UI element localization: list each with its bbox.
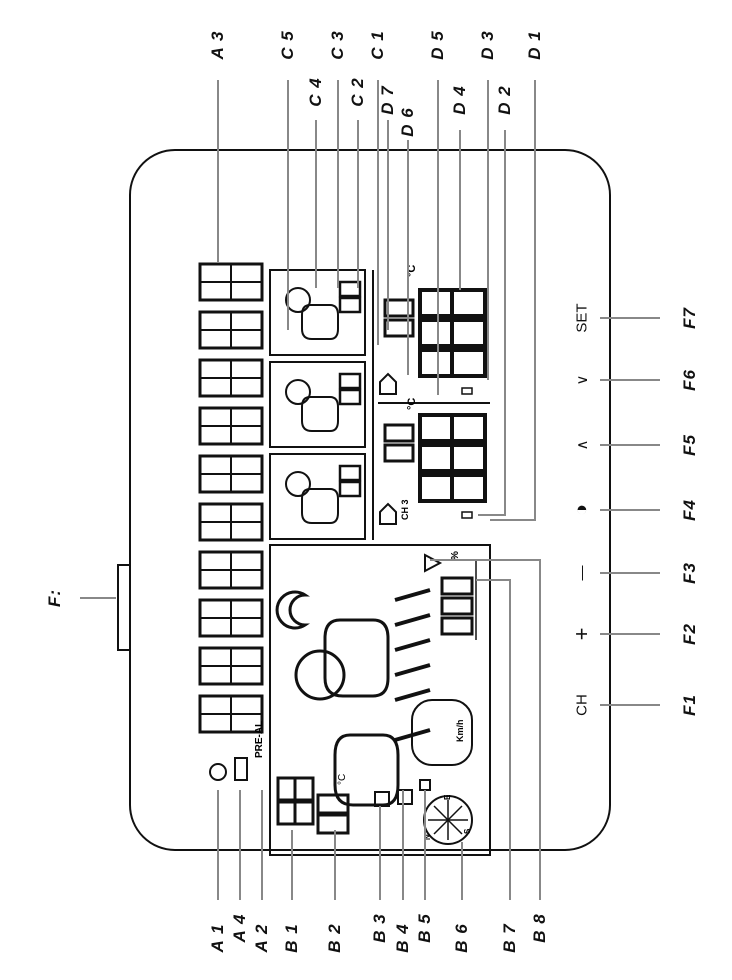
outdoor-temp-digits: [316, 793, 350, 835]
label-a1: A 1: [208, 923, 227, 953]
lcd-top-segment-lines: [200, 264, 262, 732]
warning-triangle-icon: [424, 553, 443, 573]
label-d2: D 2: [495, 85, 514, 115]
label-c3: C 3: [328, 30, 347, 60]
label-f4: F4: [680, 499, 699, 521]
house-icon: [379, 372, 397, 395]
humidity-unit: %: [450, 551, 461, 560]
pre-al-label: PRE-AL: [254, 721, 265, 758]
settings-icon: [374, 791, 390, 807]
label-f2: F2: [680, 623, 699, 645]
wind-unit: Km/h: [455, 720, 465, 743]
compass-spokes: [428, 800, 468, 840]
up-button[interactable]: ∧: [574, 439, 591, 451]
label-d7: D 7: [378, 85, 397, 115]
label-c2: C 2: [348, 77, 367, 107]
light-button[interactable]: ◑: [570, 503, 593, 517]
label-f6: F6: [680, 369, 699, 391]
label-f-side: F:: [45, 588, 64, 608]
label-f5: F5: [680, 434, 699, 456]
label-a4: A 4: [230, 913, 249, 943]
leader-lines-top: [217, 80, 536, 521]
label-f3: F3: [680, 562, 699, 584]
label-a3: A 3: [208, 30, 227, 60]
channel-panels: [269, 269, 366, 540]
channel-weather-icons: [285, 287, 339, 524]
down-button[interactable]: ∨: [574, 374, 591, 386]
wind-speed-box: [411, 699, 473, 766]
label-d5: D 5: [428, 30, 447, 60]
label-b5: B 5: [415, 913, 434, 943]
label-b6: B 6: [452, 923, 471, 953]
label-d3: D 3: [478, 30, 497, 60]
label-f7: F7: [680, 307, 699, 329]
plus-button[interactable]: +: [569, 627, 594, 641]
battery-icon-outdoor: [461, 387, 473, 395]
label-b4: B 4: [393, 923, 412, 953]
humidity-digits: [440, 576, 474, 636]
side-button: [117, 564, 130, 651]
label-b8: B 8: [530, 913, 549, 943]
weather-forecast-icon: [275, 590, 400, 807]
minus-button[interactable]: —: [573, 565, 591, 581]
compass-s: S: [463, 828, 472, 834]
device-body: [129, 149, 611, 851]
label-f1: F1: [680, 694, 699, 716]
forecast-temp-unit: °C: [337, 774, 348, 785]
label-a2: A 2: [252, 923, 271, 953]
outdoor-temp-big-digits: [418, 288, 487, 378]
channel-label: CH 3: [400, 499, 410, 520]
label-c1: C 1: [368, 30, 387, 60]
label-c5: C 5: [278, 30, 297, 60]
label-b7: B 7: [500, 923, 519, 953]
set-button[interactable]: SET: [573, 303, 591, 333]
label-c4: C 4: [306, 77, 325, 107]
label-b3: B 3: [370, 913, 389, 943]
indoor-temp-unit: °C: [406, 398, 418, 410]
signal-icon: [419, 779, 431, 791]
label-b1: B 1: [282, 923, 301, 953]
sensor-icon: [397, 789, 413, 805]
humidity-small-digits: [383, 298, 415, 463]
leader-lines-right: [80, 317, 660, 706]
label-d6: D 6: [398, 107, 417, 137]
house-ch-icon: [379, 502, 397, 525]
channel-small-digits: [338, 280, 362, 498]
label-d1: D 1: [525, 30, 544, 60]
label-d4: D 4: [450, 85, 469, 115]
leader-lines-bottom: [217, 559, 541, 900]
ch-button[interactable]: CH: [573, 694, 591, 716]
battery-icon-indoor: [461, 511, 473, 519]
label-b2: B 2: [325, 923, 344, 953]
indoor-temp-big-digits: [418, 413, 487, 503]
alarm-icons: [209, 757, 248, 781]
compass-n: N: [423, 834, 432, 840]
time-segment-digits: [276, 776, 315, 826]
compass-e: E: [443, 794, 452, 800]
